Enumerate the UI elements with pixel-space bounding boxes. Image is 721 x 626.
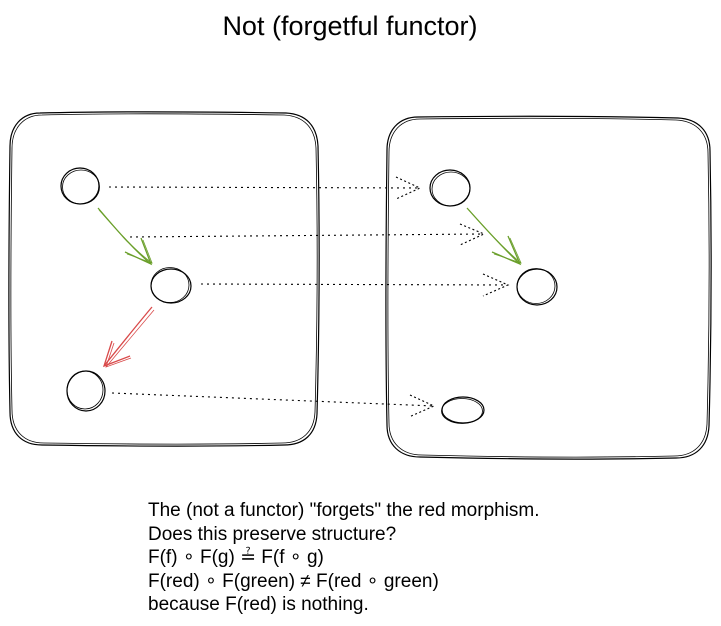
mapping-arrow-bottom: [111, 392, 436, 418]
target-object-bottom: [441, 396, 485, 424]
caption-line-3: F(f) ∘ F(g) ≟ F(f ∘ g): [148, 547, 324, 568]
target-green-morphism: [466, 207, 522, 266]
caption-line-4: F(red) ∘ F(green) ≠ F(red ∘ green): [148, 570, 439, 592]
source-object-top: [60, 167, 100, 205]
target-object-top: [429, 169, 471, 207]
mapping-arrow-green-morphism: [129, 223, 486, 246]
source-object-bottom: [66, 370, 106, 412]
target-object-middle: [516, 268, 558, 306]
mapping-arrow-top: [108, 176, 422, 200]
target-category-box: [385, 115, 712, 460]
caption-line-1: The (not a functor) "forgets" the red mo…: [148, 500, 540, 521]
caption: The (not a functor) "forgets" the red mo…: [148, 499, 540, 617]
caption-line-2: Does this preserve structure?: [148, 523, 397, 545]
mapping-arrow-middle: [200, 273, 510, 297]
source-category-box: [8, 111, 320, 447]
caption-line-5: because F(red) is nothing.: [148, 594, 369, 615]
diagram-title: Not (forgetful functor): [222, 11, 478, 41]
source-green-morphism: [97, 207, 153, 266]
source-red-morphism: [102, 306, 155, 368]
source-object-middle: [150, 267, 192, 304]
